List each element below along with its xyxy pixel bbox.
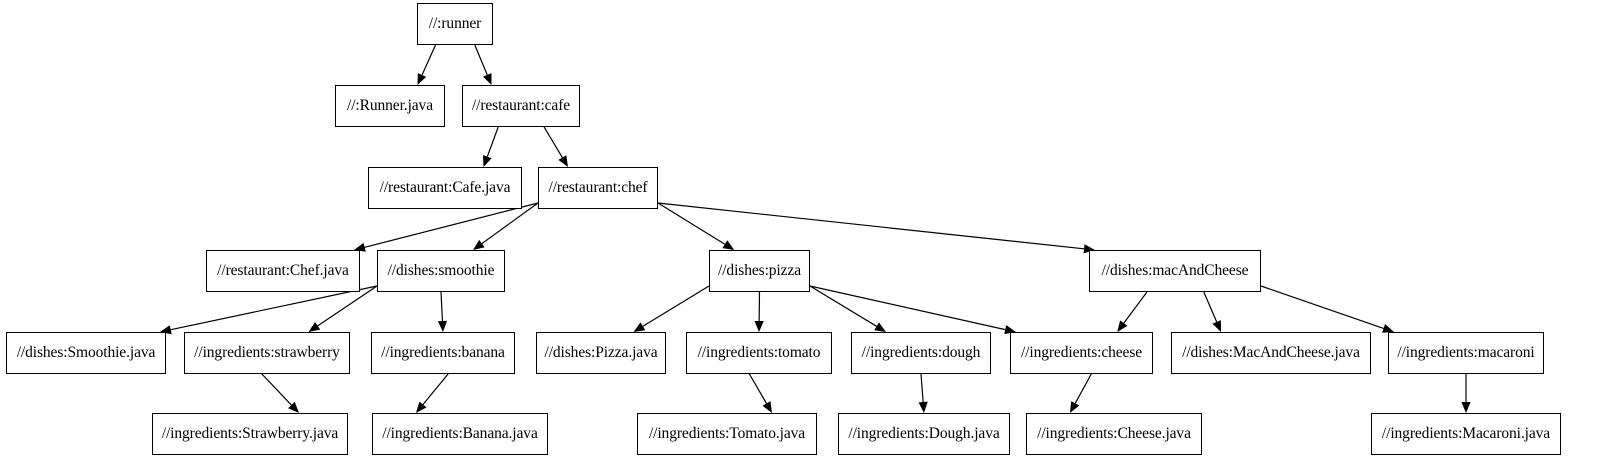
arrowhead-icon xyxy=(416,401,427,413)
graph-node-label: //ingredients:cheese xyxy=(1020,344,1143,362)
graph-node-label: //ingredients:banana xyxy=(381,344,505,362)
graph-node-runner-java[interactable]: //:Runner.java xyxy=(335,85,445,127)
graph-node-dishes-smoothie-java[interactable]: //dishes:Smoothie.java xyxy=(6,332,166,374)
graph-edge-restaurant-cafe-to-restaurant-cafe-java xyxy=(482,126,499,167)
arrowhead-icon xyxy=(874,322,886,332)
arrowhead-icon xyxy=(482,155,492,167)
arrowhead-icon xyxy=(1461,402,1471,413)
graph-node-label: //ingredients:Tomato.java xyxy=(648,425,806,443)
graph-node-label: //dishes:macAndCheese xyxy=(1101,262,1249,280)
graph-edge-dishes-smoothie-to-ing-banana xyxy=(437,291,448,332)
graph-edge-ing-tomato-to-ing-tomato-java xyxy=(748,373,772,413)
graph-edge-dishes-smoothie-to-ing-strawberry xyxy=(308,285,378,332)
graph-node-label: //dishes:Pizza.java xyxy=(544,344,658,362)
graph-node-label: //:runner xyxy=(428,15,482,33)
graph-node-label: //ingredients:macaroni xyxy=(1397,344,1535,362)
graph-node-label: //dishes:MacAndCheese.java xyxy=(1182,344,1360,362)
arrowhead-icon xyxy=(437,320,448,332)
arrowhead-icon xyxy=(1117,320,1128,332)
arrowhead-icon xyxy=(288,401,299,413)
graph-node-label: //dishes:smoothie xyxy=(387,262,495,280)
graph-node-label: //ingredients:Dough.java xyxy=(848,425,1000,443)
graph-edge-dishes-macandcheese-to-dishes-mac-java xyxy=(1203,291,1221,332)
arrowhead-icon xyxy=(722,240,735,250)
graph-node-ing-cheese[interactable]: //ingredients:cheese xyxy=(1010,332,1153,374)
graph-edge-dishes-pizza-to-ing-dough xyxy=(809,285,886,332)
graph-node-runner[interactable]: //:runner xyxy=(417,3,493,45)
graph-edge-dishes-pizza-to-dishes-pizza-java xyxy=(633,285,710,332)
graph-edge-dishes-pizza-to-ing-tomato xyxy=(754,291,764,332)
graph-node-label: //ingredients:tomato xyxy=(697,344,821,362)
graph-node-label: //ingredients:Banana.java xyxy=(382,425,538,443)
graph-node-label: //restaurant:Cafe.java xyxy=(379,179,511,197)
graph-node-ing-strawberry[interactable]: //ingredients:strawberry xyxy=(184,332,350,374)
arrowhead-icon xyxy=(417,73,427,85)
graph-edge-restaurant-chef-to-dishes-smoothie xyxy=(473,202,539,250)
graph-edge-restaurant-chef-to-restaurant-chef-java xyxy=(354,202,539,252)
graph-node-ing-macaroni[interactable]: //ingredients:macaroni xyxy=(1388,332,1544,374)
arrowhead-icon xyxy=(483,73,492,85)
graph-node-restaurant-chef-java[interactable]: //restaurant:Chef.java xyxy=(206,250,360,292)
graph-node-restaurant-chef[interactable]: //restaurant:chef xyxy=(538,167,658,209)
graph-node-ing-tomato[interactable]: //ingredients:tomato xyxy=(686,332,832,374)
arrowhead-icon xyxy=(918,401,928,413)
graph-edge-dishes-macandcheese-to-ing-cheese xyxy=(1117,291,1148,332)
graph-node-ing-macaroni-java[interactable]: //ingredients:Macaroni.java xyxy=(1371,413,1561,455)
graph-node-dishes-pizza-java[interactable]: //dishes:Pizza.java xyxy=(536,332,666,374)
graph-node-ing-tomato-java[interactable]: //ingredients:Tomato.java xyxy=(637,413,817,455)
graph-node-label: //ingredients:Strawberry.java xyxy=(161,425,339,443)
graph-node-ing-dough[interactable]: //ingredients:dough xyxy=(851,332,991,374)
graph-edge-restaurant-cafe-to-restaurant-chef xyxy=(543,126,568,167)
graph-edge-restaurant-chef-to-dishes-pizza xyxy=(657,202,735,250)
arrowhead-icon xyxy=(754,320,764,332)
graph-node-label: //ingredients:strawberry xyxy=(194,344,340,362)
graph-node-label: //dishes:pizza xyxy=(718,262,801,280)
graph-edge-restaurant-chef-to-dishes-macandcheese xyxy=(657,202,1095,254)
graph-node-ing-dough-java[interactable]: //ingredients:Dough.java xyxy=(838,413,1010,455)
arrowhead-icon xyxy=(633,322,646,332)
arrowhead-icon xyxy=(473,239,485,250)
graph-node-label: //restaurant:chef xyxy=(548,179,648,197)
arrowhead-icon xyxy=(1070,401,1080,413)
graph-node-dishes-macandcheese[interactable]: //dishes:macAndCheese xyxy=(1089,250,1261,292)
graph-node-dishes-mac-java[interactable]: //dishes:MacAndCheese.java xyxy=(1171,332,1371,374)
graph-edge-ing-macaroni-to-ing-macaroni-java xyxy=(1461,374,1471,413)
arrowhead-icon xyxy=(558,155,568,167)
graph-node-label: //dishes:Smoothie.java xyxy=(16,344,156,362)
graph-node-label: //restaurant:Chef.java xyxy=(217,262,349,280)
graph-edge-ing-strawberry-to-ing-strawberry-java xyxy=(261,373,299,413)
graph-node-restaurant-cafe-java[interactable]: //restaurant:Cafe.java xyxy=(368,167,522,209)
graph-edge-dishes-pizza-to-ing-cheese xyxy=(809,285,1016,335)
graph-edge-dishes-smoothie-to-dishes-smoothie-java xyxy=(160,285,378,335)
graph-edge-runner-to-runner-java xyxy=(417,44,437,85)
arrowhead-icon xyxy=(762,401,772,413)
graph-edge-ing-banana-to-ing-banana-java xyxy=(416,373,449,413)
graph-node-restaurant-cafe[interactable]: //restaurant:cafe xyxy=(462,85,580,127)
arrowhead-icon xyxy=(1212,320,1221,332)
graph-node-label: //restaurant:cafe xyxy=(471,97,571,115)
graph-edge-runner-to-restaurant-cafe xyxy=(474,44,492,85)
arrowhead-icon xyxy=(308,322,321,332)
graph-node-label: //:Runner.java xyxy=(347,97,433,115)
graph-node-ing-strawberry-java[interactable]: //ingredients:Strawberry.java xyxy=(152,413,348,455)
graph-edge-dishes-macandcheese-to-ing-macaroni xyxy=(1260,285,1394,333)
graph-node-label: //ingredients:Macaroni.java xyxy=(1381,425,1551,443)
graph-node-dishes-pizza[interactable]: //dishes:pizza xyxy=(709,250,810,292)
graph-node-label: //ingredients:Cheese.java xyxy=(1037,425,1191,443)
graph-edge-ing-dough-to-ing-dough-java xyxy=(918,373,928,413)
graph-node-ing-banana[interactable]: //ingredients:banana xyxy=(371,332,515,374)
graph-node-label: //ingredients:dough xyxy=(861,344,981,362)
graph-edge-ing-cheese-to-ing-cheese-java xyxy=(1070,373,1092,413)
graph-node-ing-banana-java[interactable]: //ingredients:Banana.java xyxy=(372,413,548,455)
graph-node-dishes-smoothie[interactable]: //dishes:smoothie xyxy=(377,250,505,292)
graph-node-ing-cheese-java[interactable]: //ingredients:Cheese.java xyxy=(1026,413,1202,455)
